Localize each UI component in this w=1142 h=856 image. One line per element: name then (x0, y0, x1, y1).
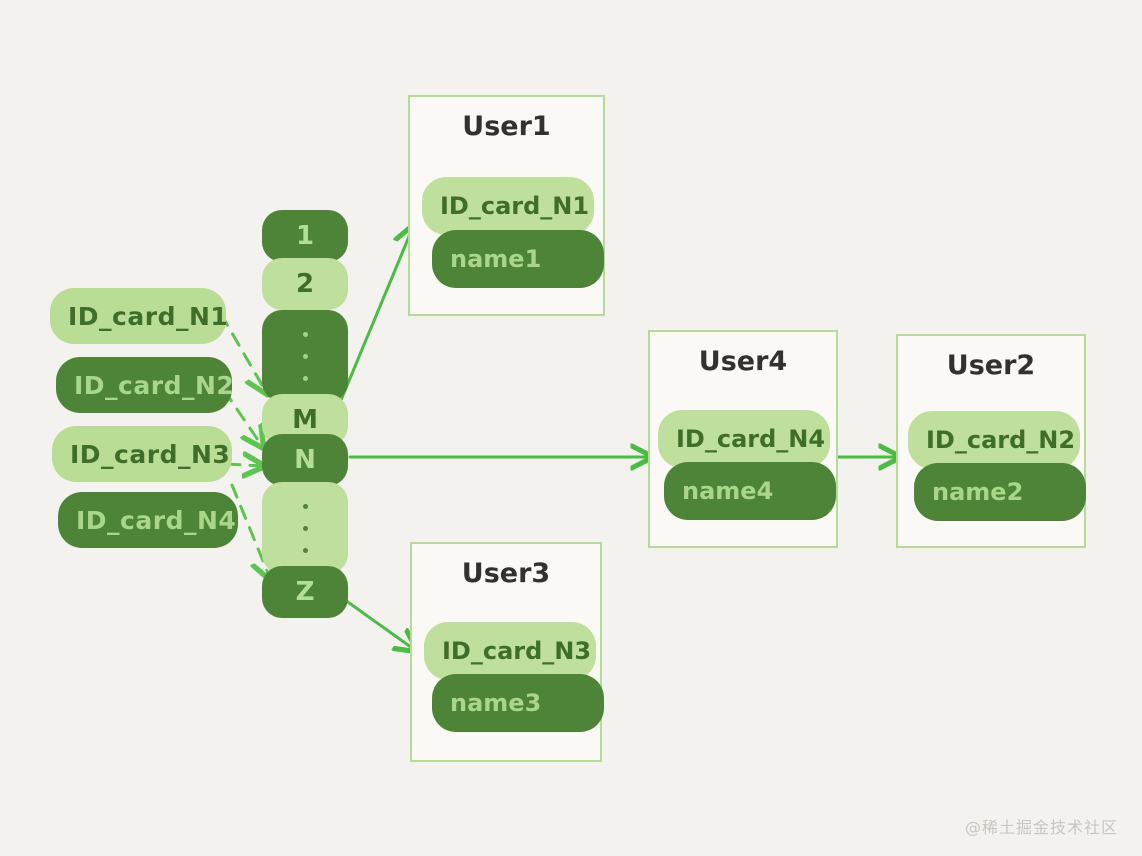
hash-cell-z[interactable]: Z (262, 566, 348, 618)
user3-name-row: name3 (432, 674, 604, 732)
arrow-n3-to-bucket-n (225, 464, 262, 466)
user1-name-label: name1 (450, 245, 542, 273)
user3-name-label: name3 (450, 689, 542, 717)
user2-box[interactable]: User2 ID_card_N2 name2 (896, 334, 1086, 548)
user1-title: User1 (462, 111, 551, 142)
stack-pill-label: ID_card_N2 (74, 370, 235, 400)
user2-title: User2 (946, 350, 1036, 381)
user3-title: User3 (461, 558, 551, 589)
hash-cell-label: 2 (295, 269, 315, 299)
vertical-ellipsis-icon (302, 331, 308, 381)
user1-name-row: name1 (432, 230, 604, 288)
user4-title: User4 (698, 346, 788, 377)
hash-cell-label: M (292, 405, 318, 435)
user1-id-card-label: ID_card_N1 (440, 192, 590, 220)
hash-cell-1[interactable]: 1 (262, 210, 348, 262)
stack-pill-id-card-n1[interactable]: ID_card_N1 (50, 288, 229, 344)
user1-box[interactable]: User1 ID_card_N1 name1 (408, 95, 605, 316)
hash-cell-ellipsis-lower (262, 482, 348, 574)
stack-pill-label: ID_card_N4 (76, 505, 237, 535)
user3-id-card-row: ID_card_N3 (424, 622, 596, 680)
user4-name-label: name4 (682, 477, 774, 505)
hash-cell-n[interactable]: N (262, 434, 348, 486)
stack-pill-id-card-n3[interactable]: ID_card_N3 (52, 426, 232, 482)
user2-id-card-label: ID_card_N2 (926, 426, 1076, 454)
hash-cell-label: 1 (295, 221, 315, 251)
user2-name-label: name2 (932, 478, 1024, 506)
user4-id-card-row: ID_card_N4 (658, 410, 830, 468)
hash-cell-ellipsis-upper (262, 310, 348, 402)
user4-box[interactable]: User4 ID_card_N4 name4 (648, 330, 838, 548)
stack-pill-label: ID_card_N1 (68, 301, 229, 331)
user4-name-row: name4 (664, 462, 836, 520)
user3-box[interactable]: User3 ID_card_N3 name3 (410, 542, 604, 762)
hash-cell-2[interactable]: 2 (262, 258, 348, 310)
vertical-ellipsis-icon (302, 503, 308, 553)
hash-cell-label: N (294, 445, 316, 475)
stack-pill-id-card-n2[interactable]: ID_card_N2 (56, 357, 235, 413)
watermark: @稀土掘金技术社区 (964, 818, 1118, 837)
stack-pill-label: ID_card_N3 (70, 439, 231, 469)
user3-id-card-label: ID_card_N3 (442, 637, 592, 665)
arrow-bucket-z-to-user3 (336, 593, 415, 650)
user2-id-card-row: ID_card_N2 (908, 411, 1080, 469)
user1-id-card-row: ID_card_N1 (422, 177, 594, 235)
stack-pill-id-card-n4[interactable]: ID_card_N4 (58, 492, 238, 548)
user4-id-card-label: ID_card_N4 (676, 425, 826, 453)
hash-cell-label: Z (295, 577, 315, 607)
user2-name-row: name2 (914, 463, 1086, 521)
arrow-bucket-m-to-user1 (339, 227, 413, 402)
